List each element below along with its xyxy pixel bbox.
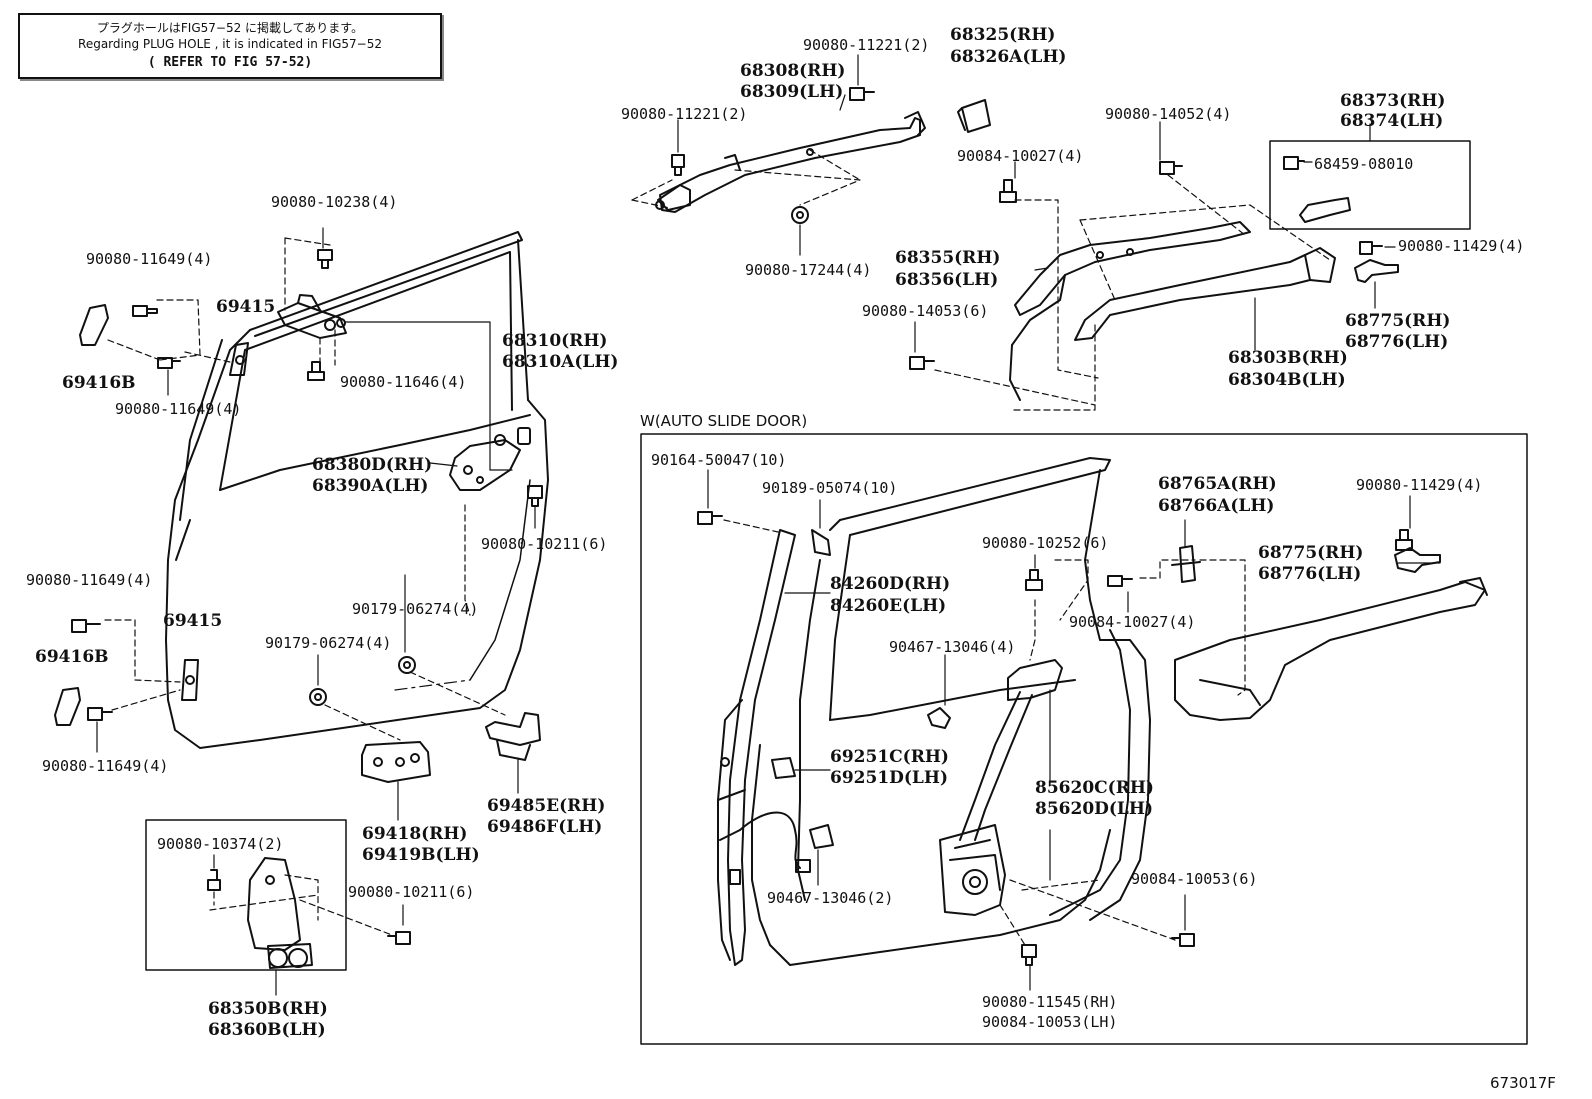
part-label: 69415 [163, 611, 223, 631]
part-label: 90080-17244(4) [745, 261, 872, 279]
part-label: 85620D(LH) [1035, 799, 1153, 819]
auto-door-leader-lines [707, 469, 1441, 991]
part-label: 90080-11649(4) [86, 250, 213, 268]
part-label: 68459-08010 [1314, 155, 1414, 173]
part-label: 90080-11646(4) [340, 373, 467, 391]
part-label: 68390A(LH) [312, 476, 429, 496]
note-japanese-text: プラグホールはFIG57−52 に掲載してあります。 [96, 21, 364, 35]
part-label: 68355(RH) [895, 248, 1001, 268]
rail-leader-lines [914, 121, 1396, 411]
part-label: 90080-10211(6) [481, 535, 608, 553]
part-label: 69415 [216, 297, 276, 317]
part-label: 84260D(RH) [830, 574, 951, 594]
upper-arm-assembly [655, 87, 991, 224]
part-label: 90080-10374(2) [157, 835, 284, 853]
left-plates [54, 304, 249, 726]
door-trim-84260 [717, 529, 811, 966]
part-label: 68308(RH) [740, 61, 846, 81]
part-label: 90080-11649(4) [42, 757, 169, 775]
part-label: 68765A(RH) [1158, 474, 1277, 494]
part-label: 69251C(RH) [830, 747, 949, 767]
part-label: 90080-11221(2) [621, 105, 748, 123]
part-label: 90080-10252(6) [982, 534, 1109, 552]
part-label: 85620C(RH) [1035, 778, 1154, 798]
upper-rail-assembly [909, 161, 1399, 401]
section-title: W(AUTO SLIDE DOOR) [640, 412, 808, 430]
part-label: 90467-13046(4) [889, 638, 1016, 656]
part-label: 90084-10053(LH) [982, 1013, 1118, 1031]
part-label: 69251D(LH) [830, 768, 948, 788]
part-label: 84260E(LH) [830, 596, 947, 616]
lower-roller-inset-box [145, 819, 347, 971]
part-label: 68326A(LH) [950, 47, 1067, 67]
left-door-outline [165, 231, 549, 749]
part-label: 69416B [62, 373, 136, 393]
part-label: 90179-06274(4) [352, 600, 479, 618]
part-label: 68775(RH) [1345, 311, 1451, 331]
part-label: 90080-11429(4) [1398, 237, 1525, 255]
part-label: 68356(LH) [895, 270, 999, 290]
part-label: 69416B [35, 647, 109, 667]
part-label: 90080-11545(RH) [982, 993, 1118, 1011]
part-label: 68776(LH) [1345, 332, 1449, 352]
part-label: 90080-11649(4) [115, 400, 242, 418]
auto-door-fasteners [697, 511, 1441, 966]
figure-number: 673017F [1490, 1074, 1556, 1092]
part-label: 68310(RH) [502, 331, 608, 351]
part-label: 69485E(RH) [487, 796, 606, 816]
part-label: 69418(RH) [362, 824, 468, 844]
part-label: 69419B(LH) [362, 845, 480, 865]
part-label: 68776(LH) [1258, 564, 1362, 584]
part-label: 90080-10211(6) [348, 883, 475, 901]
part-label: 68380D(RH) [312, 455, 433, 475]
part-label: 90164-50047(10) [651, 451, 787, 469]
part-label: 68310A(LH) [502, 352, 619, 372]
note-refer-text: ( REFER TO FIG 57-52) [147, 55, 313, 70]
part-label: 90189-05074(10) [762, 479, 898, 497]
part-label: 68775(RH) [1258, 543, 1364, 563]
part-label: 68373(RH) [1340, 91, 1446, 111]
upper-arm-leader-lines [631, 54, 861, 256]
bracket-inset-parts [1283, 156, 1351, 223]
note-english-text: Regarding PLUG HOLE , it is indicated in… [78, 37, 382, 51]
power-slide-motor [939, 659, 1063, 916]
auto-door-lower-rail [1174, 577, 1488, 721]
part-label: 68303B(RH) [1228, 348, 1348, 368]
part-label: 68374(LH) [1340, 111, 1444, 131]
part-label: 90084-10053(6) [1131, 870, 1258, 888]
lower-hinge-left [361, 712, 541, 783]
auto-slide-door-box [640, 433, 1528, 1045]
part-label: 68325(RH) [950, 25, 1056, 45]
reference-note-box: プラグホールはFIG57−52 に掲載してあります。 Regarding PLU… [18, 13, 442, 79]
left-fasteners [71, 249, 543, 945]
part-label: 90080-11429(4) [1356, 476, 1483, 494]
upper-roller-bracket-left [277, 294, 347, 339]
part-label: 68766A(LH) [1158, 496, 1275, 516]
part-label: 90084-10027(4) [957, 147, 1084, 165]
part-label: 68309(LH) [740, 82, 844, 102]
left-leader-lines [96, 227, 536, 996]
part-label: 68304B(LH) [1228, 370, 1346, 390]
part-label: 69486F(LH) [487, 817, 603, 837]
part-label: 68360B(LH) [208, 1020, 326, 1040]
part-label: 90084-10027(4) [1069, 613, 1196, 631]
part-label: 90080-11649(4) [26, 571, 153, 589]
part-label: 90080-14052(4) [1105, 105, 1232, 123]
part-label: 90080-10238(4) [271, 193, 398, 211]
part-label: 90080-11221(2) [803, 36, 930, 54]
auto-door-outline [751, 457, 1151, 966]
part-label: 90080-14053(6) [862, 302, 989, 320]
part-label: 90179-06274(4) [265, 634, 392, 652]
part-label: 90467-13046(2) [767, 889, 894, 907]
part-label: 68350B(RH) [208, 999, 328, 1019]
lower-roller-assembly [247, 857, 313, 969]
